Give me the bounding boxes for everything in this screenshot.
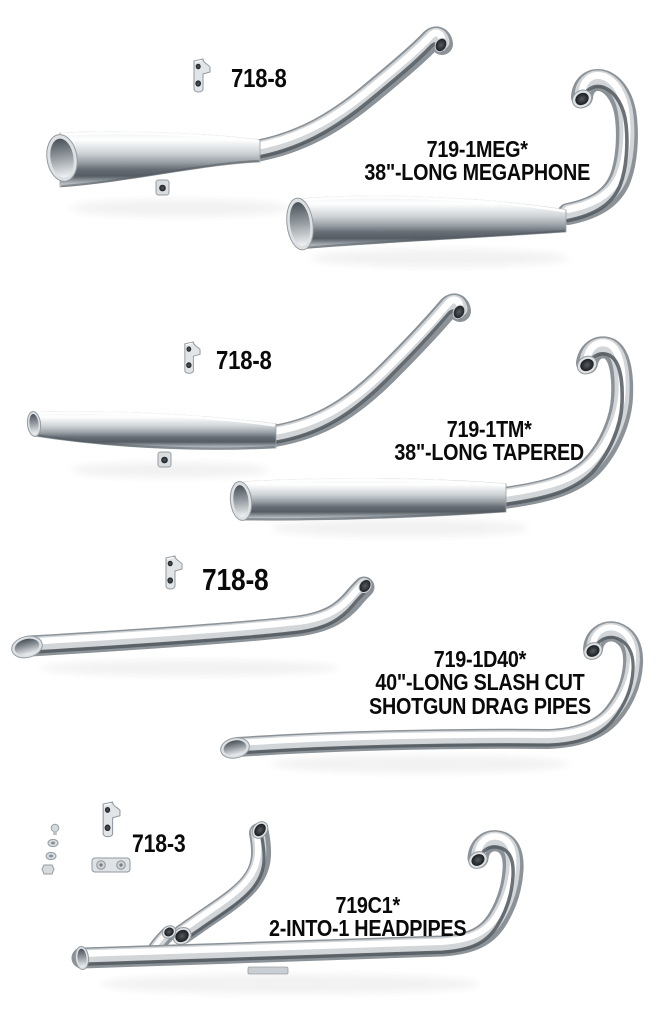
hardware-part-label-4: 718-3 (132, 830, 186, 858)
shadow (40, 660, 340, 676)
part-label-tapered: 719-1TM* 38"-LONG TAPERED (339, 417, 639, 465)
rear-megaphone-pipe (46, 33, 450, 196)
main-collector-pipe (75, 836, 514, 975)
mount-tab (247, 966, 289, 975)
part-description: 38"-LONG TAPERED (394, 439, 584, 465)
mount-bracket-icon (184, 341, 201, 374)
part-description: 2-INTO-1 HEADPIPES (269, 915, 467, 941)
part-number: 719-1D40* (433, 646, 527, 672)
shadow (70, 199, 290, 217)
part-label-megaphone: 719-1MEG* 38"-LONG MEGAPHONE (327, 137, 627, 185)
part-number: 719-1MEG* (426, 136, 528, 162)
hardware-part-label-3: 718-8 (202, 562, 269, 597)
drag-pipes-photo (11, 555, 633, 773)
two-into-one-headpipes-photo (41, 801, 514, 994)
part-label-drag-pipes: 719-1D40* 40"-LONG SLASH CUT SHOTGUN DRA… (330, 647, 630, 719)
part-description: 40"-LONG SLASH CUT SHOTGUN DRAG PIPES (369, 669, 591, 719)
part-label-2-into-1: 719C1* 2-INTO-1 HEADPIPES (218, 893, 518, 941)
shadow (70, 462, 270, 478)
shadow (270, 519, 530, 537)
front-tapered-pipe (229, 343, 623, 521)
mount-bracket-icon (165, 555, 183, 590)
part-number: 719C1* (335, 892, 401, 918)
pipe-tip-opening (434, 37, 448, 53)
megaphone-pipes-photo (46, 33, 627, 267)
pipe-tip-opening (452, 304, 466, 320)
rear-header-pipe (172, 821, 271, 945)
hardware-part-label-2: 718-8 (216, 345, 272, 375)
mount-bracket-icon (193, 58, 211, 93)
rear-slash-cut-pipe (11, 577, 373, 659)
front-slash-cut-pipe (220, 627, 633, 759)
hardware-part-label-1: 718-8 (231, 63, 287, 93)
shadow (100, 974, 480, 994)
bolt-icon (50, 823, 60, 833)
front-megaphone-pipe (286, 75, 627, 251)
part-number: 719-1TM* (446, 416, 532, 442)
mount-bracket-icon (102, 801, 121, 838)
rear-tapered-pipe (26, 300, 467, 468)
pipe-tip-opening (358, 578, 372, 594)
hardware-kit-icons (41, 801, 131, 875)
part-description: 38"-LONG MEGAPHONE (364, 159, 590, 185)
nut-icon (41, 864, 55, 875)
tapered-pipes-photo (26, 300, 622, 537)
shadow (270, 755, 570, 773)
shadow (310, 249, 570, 267)
